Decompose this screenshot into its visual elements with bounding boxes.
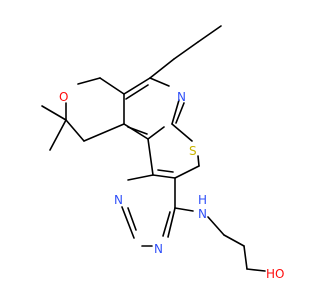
bond	[197, 25, 222, 43]
bond	[123, 123, 149, 140]
amine-nitrogen-label: N	[198, 207, 207, 221]
bond	[162, 211, 171, 237]
bond	[83, 123, 125, 142]
thiophene-sulfur-label: S	[189, 144, 197, 158]
bond	[246, 268, 266, 272]
bond	[243, 245, 248, 270]
pyrimidine-nitrogen-2-label: N	[154, 242, 163, 256]
bond	[121, 206, 135, 239]
bond	[167, 207, 176, 238]
pyridine-nitrogen-label: N	[177, 90, 186, 104]
bond	[174, 165, 200, 179]
bond	[173, 41, 199, 60]
bond	[41, 105, 67, 121]
bond	[207, 216, 225, 236]
bond	[49, 119, 67, 151]
bond	[65, 119, 85, 142]
bond	[147, 138, 154, 176]
bond	[127, 174, 154, 181]
bond	[99, 77, 125, 95]
bond	[197, 155, 200, 167]
bond	[175, 102, 185, 124]
bond	[127, 207, 137, 231]
bond	[127, 126, 148, 135]
molecule-structure: O N S N N N H HO	[41, 25, 284, 281]
bond	[125, 84, 149, 100]
bond	[152, 174, 176, 179]
bond	[149, 77, 170, 87]
hydroxyl-group-label: HO	[266, 267, 284, 281]
ring-oxygen-label: O	[59, 90, 68, 104]
amine-hydrogen-label: H	[198, 193, 207, 207]
bond	[174, 207, 194, 212]
bond	[147, 126, 165, 140]
bond	[171, 123, 193, 142]
pyrimidine-nitrogen-1-label: N	[114, 193, 123, 207]
molecule-canvas: O N S N N N H HO	[41, 25, 284, 281]
bond	[171, 99, 180, 125]
bond	[149, 58, 175, 79]
bond	[223, 234, 245, 247]
bond	[123, 77, 151, 95]
bond	[157, 169, 174, 173]
bond	[77, 77, 101, 85]
